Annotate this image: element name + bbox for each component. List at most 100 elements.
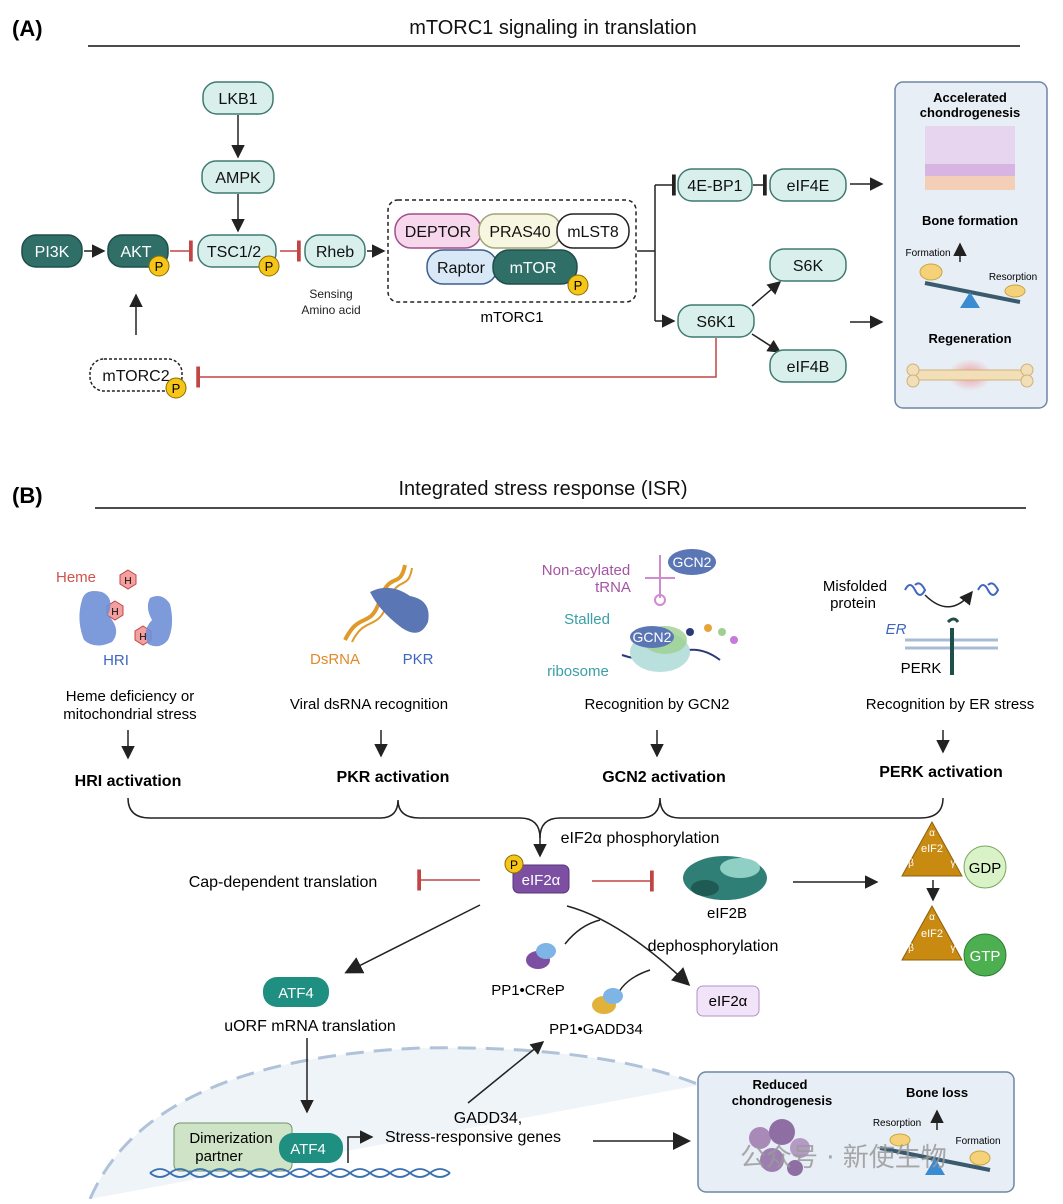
misfolded-protein-icon xyxy=(904,582,927,596)
perk-group: Misfolded protein ER PERK Recognition by… xyxy=(823,578,1034,781)
svg-text:mTORC2: mTORC2 xyxy=(102,368,169,385)
convergence-brace xyxy=(127,797,944,839)
svg-text:GCN2: GCN2 xyxy=(673,554,712,570)
svg-text:Heme: Heme xyxy=(56,569,96,586)
panel-a-title: mTORC1 signaling in translation xyxy=(409,17,697,39)
svg-text:γ: γ xyxy=(951,943,956,954)
node-eif4b: eIF4B xyxy=(769,349,847,383)
phosphorylation-label: eIF2α phosphorylation xyxy=(561,830,720,847)
svg-text:partner: partner xyxy=(195,1148,243,1165)
svg-text:Bone formation: Bone formation xyxy=(922,213,1018,228)
svg-text:PI3K: PI3K xyxy=(35,244,70,261)
svg-text:4E-BP1: 4E-BP1 xyxy=(687,178,742,195)
node-rheb: Rheb xyxy=(304,234,366,268)
phospho-icon xyxy=(504,854,524,874)
eif2b-node: eIF2B xyxy=(683,856,767,922)
osteoclast-icon xyxy=(1004,284,1026,298)
svg-text:PERK activation: PERK activation xyxy=(879,764,1003,781)
pkr-group: DsRNA PKR Viral dsRNA recognition PKR ac… xyxy=(290,564,450,786)
panel-b-title: Integrated stress response (ISR) xyxy=(398,478,687,500)
gcn2-protein-icon xyxy=(668,549,716,575)
dephosphorylation-label: dephosphorylation xyxy=(648,938,779,955)
svg-text:PKR: PKR xyxy=(403,651,434,668)
dimerization-partner-node: Dimerization partner xyxy=(173,1122,293,1172)
svg-text:eIF2: eIF2 xyxy=(921,928,943,940)
svg-text:Recognition by GCN2: Recognition by GCN2 xyxy=(584,696,729,713)
dna-icon xyxy=(149,1168,451,1178)
svg-text:H: H xyxy=(139,632,146,643)
svg-text:chondrogenesis: chondrogenesis xyxy=(732,1093,832,1108)
svg-text:β: β xyxy=(908,943,914,954)
crep-connector xyxy=(564,919,601,945)
svg-text:PRAS40: PRAS40 xyxy=(489,224,550,241)
svg-text:P: P xyxy=(172,381,181,396)
svg-text:eIF4E: eIF4E xyxy=(787,178,830,195)
hri-protein-icon xyxy=(79,591,117,646)
svg-text:AMPK: AMPK xyxy=(215,170,261,187)
osteoblast-icon xyxy=(969,1150,991,1166)
atf4-node: ATF4 xyxy=(263,977,329,1007)
trna-icon xyxy=(645,555,675,606)
eif2-gtp: α eIF2 β γ GTP xyxy=(901,904,1007,977)
svg-text:AKT: AKT xyxy=(120,244,151,261)
node-4ebp1: 4E-BP1 xyxy=(677,168,753,202)
svg-text:tRNA: tRNA xyxy=(595,579,631,596)
inhibit-s6k1-mtorc2 xyxy=(196,338,717,388)
fulcrum-icon xyxy=(960,292,980,308)
uorf-label: uORF mRNA translation xyxy=(224,1018,396,1035)
phospho-icon xyxy=(165,377,187,399)
svg-text:Recognition by ER stress: Recognition by ER stress xyxy=(866,696,1034,713)
svg-text:Misfolded: Misfolded xyxy=(823,578,887,595)
svg-text:mTOR: mTOR xyxy=(510,260,557,277)
phospho-icon xyxy=(258,255,280,277)
node-eif4e: eIF4E xyxy=(769,168,847,202)
svg-text:chondrogenesis: chondrogenesis xyxy=(920,105,1020,120)
perk-receptor-icon xyxy=(946,617,960,624)
fulcrum-icon xyxy=(925,1158,945,1175)
svg-text:PKR activation: PKR activation xyxy=(337,769,450,786)
svg-text:PP1•GADD34: PP1•GADD34 xyxy=(549,1021,643,1038)
svg-text:Heme deficiency or: Heme deficiency or xyxy=(66,688,194,705)
chondrocyte-cluster-icon xyxy=(749,1119,810,1176)
transcription-arrow xyxy=(347,1130,374,1163)
mtor-node xyxy=(492,249,578,285)
svg-text:γ: γ xyxy=(951,858,956,869)
svg-text:α: α xyxy=(929,912,935,923)
svg-text:mitochondrial stress: mitochondrial stress xyxy=(63,706,196,723)
node-mtorc2: mTORC2 P xyxy=(89,358,187,399)
eif2-gdp: α eIF2 β γ GDP xyxy=(901,820,1007,889)
svg-text:PP1•CReP: PP1•CReP xyxy=(491,982,565,999)
svg-text:Bone loss: Bone loss xyxy=(906,1085,968,1100)
arrow-s6k1-s6k xyxy=(751,281,782,307)
svg-text:HRI: HRI xyxy=(103,652,129,669)
stress-genes-label: Stress-responsive genes xyxy=(385,1129,561,1146)
node-ampk: AMPK xyxy=(201,160,275,194)
svg-text:Resorption: Resorption xyxy=(989,272,1037,283)
svg-text:PERK: PERK xyxy=(901,660,942,677)
svg-text:P: P xyxy=(574,278,583,293)
svg-text:P: P xyxy=(510,858,518,872)
hri-group: Heme H H H HRI Heme deficiency or mitoch… xyxy=(56,569,197,790)
svg-text:TSC1/2: TSC1/2 xyxy=(207,244,261,261)
seesaw-icon xyxy=(924,281,1021,304)
outcome-box-b: Reduced chondrogenesis Bone loss Resorpt… xyxy=(697,1071,1015,1193)
eif2a-phospho-node: eIF2α P xyxy=(504,854,570,894)
svg-text:GCN2 activation: GCN2 activation xyxy=(602,769,726,786)
svg-text:eIF2B: eIF2B xyxy=(707,905,747,922)
pkr-protein-icon xyxy=(370,587,429,633)
osteoblast-icon xyxy=(919,263,943,281)
gadd34-label: GADD34, xyxy=(454,1110,522,1127)
pp1-crep-node: PP1•CReP xyxy=(491,943,565,999)
mlst8-node xyxy=(556,213,630,249)
svg-text:protein: protein xyxy=(830,595,876,612)
svg-text:DEPTOR: DEPTOR xyxy=(405,224,471,241)
svg-text:HRI activation: HRI activation xyxy=(75,773,182,790)
svg-text:ATF4: ATF4 xyxy=(278,985,314,1002)
svg-text:Dimerization: Dimerization xyxy=(189,1130,272,1147)
svg-text:ribosome: ribosome xyxy=(547,663,609,680)
svg-text:P: P xyxy=(155,259,164,274)
svg-text:P: P xyxy=(265,259,274,274)
node-akt: AKT P xyxy=(107,234,170,277)
svg-text:β: β xyxy=(908,858,914,869)
